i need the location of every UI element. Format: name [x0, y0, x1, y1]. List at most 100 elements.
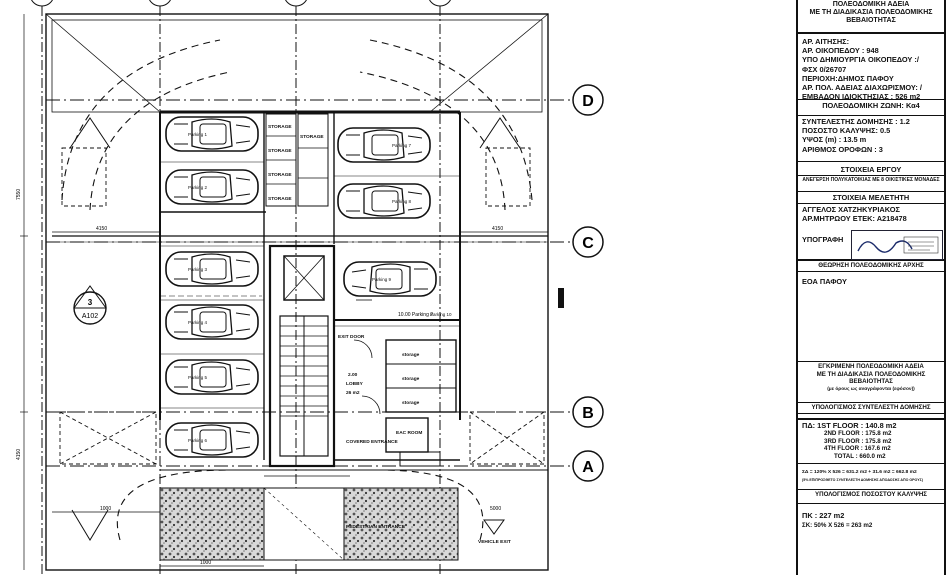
title-block: ΠΟΛΕΟΔΟΜΙΚΗ ΑΔΕΙΑ ΜΕ ΤΗ ΔΙΑΔΙΚΑΣΙΑ ΠΟΛΕΟ… — [796, 0, 946, 575]
room-vehicle-exit: VEHICLE EXIT — [478, 539, 511, 545]
coefficient-line: ΠΟΣΟΣΤΟ ΚΑΛΥΨΗΣ: 0.5 — [802, 126, 891, 136]
coefficient-line: ΣΥΝΤΕΛΕΣΤΗΣ ΔΟΜΗΣΗΣ : 1.2 — [802, 117, 910, 126]
room-lobby-area: 26 m2 — [346, 390, 360, 396]
dim-bottom-left: 1000 — [100, 506, 111, 512]
room-storage-4: STORAGE — [268, 172, 292, 178]
approval-line: ΕΓΚΡΙΜΕΝΗ ΠΟΛΕΟΔΟΜΙΚΗ ΑΔΕΙΑ — [818, 363, 924, 370]
room-exit-door: EXIT DOOR — [338, 334, 365, 340]
grid-label-c: C — [582, 235, 594, 252]
designer-title-row: ΣΤΟΙΧΕΙΑ ΜΕΛΕΤΗΤΗ — [798, 192, 944, 204]
project-desc-row: ΑΝΕΓΕΡΣΗ ΠΟΛΥΚΑΤΟΙΚΙΑΣ ΜΕ 8 ΟΙΚΙΣΤΙΚΕΣ Μ… — [798, 176, 944, 192]
parking-label-7: Parking 7 — [392, 143, 412, 148]
zone-row: ΠΟΛΕΟΔΟΜΙΚΗ ΖΩΝΗ: Κα4 — [798, 100, 944, 116]
parking-label-6: Parking 6 — [188, 438, 208, 443]
parking-label-9: Parking 9 — [372, 277, 392, 282]
authority-block: ΕΟΑ ΠΑΦΟΥ — [798, 272, 944, 362]
parking-label-10: Parking 10 — [430, 312, 452, 317]
calc-line: ΣΔ = 120% X 526 = 631.2 m2 + 31.6 m2 = 6… — [802, 470, 917, 475]
coefficient-line: ΑΡΙΘΜΟΣ ΟΡΟΦΩΝ : 3 — [802, 144, 883, 154]
info-line: ΑΡ. ΟΙΚΟΠΕΔΟΥ : 948 — [802, 46, 879, 56]
signature-stamp — [851, 230, 943, 260]
section-marker-number: 3 — [88, 298, 93, 307]
title-header: ΠΟΛΕΟΔΟΜΙΚΗ ΑΔΕΙΑ ΜΕ ΤΗ ΔΙΑΔΙΚΑΣΙΑ ΠΟΛΕΟ… — [798, 0, 944, 34]
room-storage-a: storage — [402, 352, 420, 358]
zone-text: ΠΟΛΕΟΔΟΜΙΚΗ ΖΩΝΗ: Κα4 — [822, 101, 920, 110]
title-header-line-3: ΒΕΒΑΙΟΤΗΤΑΣ — [846, 17, 896, 24]
signature-label: ΥΠΟΓΡΑΦΗ — [802, 235, 844, 245]
parking-label-5: Parking 5 — [188, 375, 208, 380]
dim-span-left: 4150 — [96, 226, 107, 232]
coverage-title: ΥΠΟΛΟΓΙΣΜΟΣ ΠΟΣΟΣΤΟΥ ΚΑΛΥΨΗΣ — [814, 491, 928, 498]
plot-boundary — [45, 13, 549, 571]
calc-lines: ΣΔ = 120% X 526 = 631.2 m2 + 31.6 m2 = 6… — [798, 464, 944, 490]
section-marker — [73, 285, 107, 325]
dim-left-lower: 4150 — [16, 449, 22, 460]
authority-title-row: ΘΕΩΡΗΣΗ ΠΟΛΕΟΔΟΜΙΚΗΣ ΑΡΧΗΣ — [798, 260, 944, 272]
project-title-row: ΣΤΟΙΧΕΙΑ ΕΡΓΟΥ — [798, 164, 944, 176]
floor-area-line: 2ND FLOOR : 175.8 m2 — [824, 430, 892, 438]
coverage-title-row: ΥΠΟΛΟΓΙΣΜΟΣ ΠΟΣΟΣΤΟΥ ΚΑΛΥΨΗΣ — [798, 490, 944, 504]
dimension-lines — [20, 14, 548, 570]
approval-line: ΒΕΒΑΙΟΤΗΤΑΣ — [849, 378, 893, 386]
room-elev: 2.00 — [348, 372, 358, 378]
project-title: ΣΤΟΙΧΕΙΑ ΕΡΓΟΥ — [840, 165, 902, 174]
room-storage-1: STORAGE — [268, 124, 292, 130]
info-line: ΥΠΟ ΔΗΜΙΟΥΡΓΙΑ ΟΙΚΟΠΕΔΟΥ :/ — [802, 55, 919, 65]
coverage-line: ΣΚ: 50% X 526 = 263 m2 — [802, 522, 873, 530]
grid-label-a: A — [582, 459, 594, 476]
approval-line: ΜΕ ΤΗ ΔΙΑΔΙΚΑΣΙΑ ΠΟΛΕΟΔΟΜΙΚΗΣ — [816, 370, 926, 378]
dim-bottom-mid: 1000 — [200, 560, 211, 566]
dim-left-upper: 7550 — [16, 189, 22, 200]
room-storage-b: storage — [402, 376, 420, 382]
parking-label-8: Parking 8 — [392, 199, 412, 204]
floor-area-total: TOTAL : 660.0 m2 — [834, 452, 886, 460]
authority-title: ΘΕΩΡΗΣΗ ΠΟΛΕΟΔΟΜΙΚΗΣ ΑΡΧΗΣ — [818, 262, 924, 269]
room-eac: EAC ROOM — [396, 430, 422, 436]
designer-registration: ΑΡ.ΜΗΤΡΩΟΥ ΕΤΕΚ: Α218478 — [802, 214, 907, 224]
coverage-block: ΠΚ : 227 m2 ΣΚ: 50% X 526 = 263 m2 — [798, 504, 944, 575]
info-line: ΑΡ. ΠΟΛ. ΑΔΕΙΑΣ ΔΙΑΧΩΡΙΣΜΟΥ: / — [802, 83, 922, 93]
room-storage-2: STORAGE — [268, 148, 292, 154]
coefficient-line: ΥΨΟΣ (m) : 13.5 m — [802, 135, 867, 145]
grid-label-b: B — [582, 405, 594, 422]
floor-areas: ΠΔ: 1ST FLOOR : 140.8 m2 2ND FLOOR : 175… — [798, 418, 944, 464]
application-info: ΑΡ. ΑΙΤΗΣΗΣ: ΑΡ. ΟΙΚΟΠΕΔΟΥ : 948 ΥΠΟ ΔΗΜ… — [798, 36, 944, 102]
section-marker-sheet: A102 — [82, 313, 98, 320]
parking-label-2: Parking 2 — [188, 185, 208, 190]
floor-area-line: 3RD FLOOR : 175.8 m2 — [824, 437, 892, 445]
floor-area-line: 4TH FLOOR : 167.6 m2 — [824, 445, 891, 453]
room-storage-5: STORAGE — [268, 196, 292, 202]
approval-block: ΕΓΚΡΙΜΕΝΗ ΠΟΛΕΟΔΟΜΙΚΗ ΑΔΕΙΑ ΜΕ ΤΗ ΔΙΑΔΙΚ… — [798, 362, 944, 402]
calc-title: ΥΠΟΛΟΓΙΣΜΟΣ ΣΥΝΤΕΛΕΣΤΗ ΔΟΜΗΣΗΣ — [811, 404, 931, 411]
info-line: ΦΣΧ 0/26707 — [802, 64, 847, 74]
grid-label-d: D — [582, 93, 594, 110]
room-storage-3: STORAGE — [300, 134, 324, 140]
floor-plan: D C B A 3 A102 7550 4150 4150 4150 1000 … — [16, 0, 604, 575]
authority-name: ΕΟΑ ΠΑΦΟΥ — [802, 277, 847, 286]
title-header-line-1: ΠΟΛΕΟΔΟΜΙΚΗ ΑΔΕΙΑ — [832, 1, 910, 8]
coverage-line: ΠΚ : 227 m2 — [802, 511, 845, 520]
coefficients: ΣΥΝΤΕΛΕΣΤΗΣ ΔΟΜΗΣΗΣ : 1.2 ΠΟΣΟΣΤΟ ΚΑΛΥΨΗ… — [798, 116, 944, 162]
floor-area-line: ΠΔ: 1ST FLOOR : 140.8 m2 — [802, 421, 897, 430]
room-pedestrian-entrance: PEDESTRIAN ENTRANCE — [346, 524, 406, 530]
stair-treads — [280, 325, 328, 417]
room-lobby: LOBBY — [346, 381, 364, 387]
calc-line: (5% ΕΠΙΠΡΟΣΘΕΤΟ ΣΥΝΤΕΛΕΣΤΗ ΔΟΜΗΣΗΣ ΑΠΟΔΟ… — [802, 477, 923, 482]
dim-bottom-right: 5000 — [490, 506, 501, 512]
room-storage-c: storage — [402, 400, 420, 406]
parking-label-4: Parking 4 — [188, 320, 208, 325]
info-line: ΕΜΒΑΔΟΝ ΙΔΙΟΚΤΗΣΙΑΣ : 526 m2 — [802, 92, 921, 102]
dim-parking-row: 10.00 Parking 2 — [398, 312, 433, 318]
designer-name: ΑΓΓΕΛΟΣ ΧΑΤΖΗΚΥΡΙΑΚΟΣ — [802, 205, 900, 214]
parking-label-1: Parking 1 — [188, 132, 208, 137]
title-header-line-2: ΜΕ ΤΗ ΔΙΑΔΙΚΑΣΙΑ ΠΟΛΕΟΔΟΜΙΚΗΣ — [809, 9, 933, 16]
designer-title: ΣΤΟΙΧΕΙΑ ΜΕΛΕΤΗΤΗ — [832, 193, 910, 202]
dim-span-right: 4150 — [492, 226, 503, 232]
calc-title-row: ΥΠΟΛΟΓΙΣΜΟΣ ΣΥΝΤΕΛΕΣΤΗ ΔΟΜΗΣΗΣ — [798, 402, 944, 414]
project-description: ΑΝΕΓΕΡΣΗ ΠΟΛΥΚΑΤΟΙΚΙΑΣ ΜΕ 8 ΟΙΚΙΣΤΙΚΕΣ Μ… — [802, 177, 940, 183]
room-covered-entrance: COVERED ENTRANCE — [346, 439, 399, 445]
grid-lines — [46, 84, 604, 482]
section-cut-marker — [558, 288, 564, 308]
info-line: ΑΡ. ΑΙΤΗΣΗΣ: — [802, 37, 850, 46]
parking-label-3: Parking 3 — [188, 267, 208, 272]
